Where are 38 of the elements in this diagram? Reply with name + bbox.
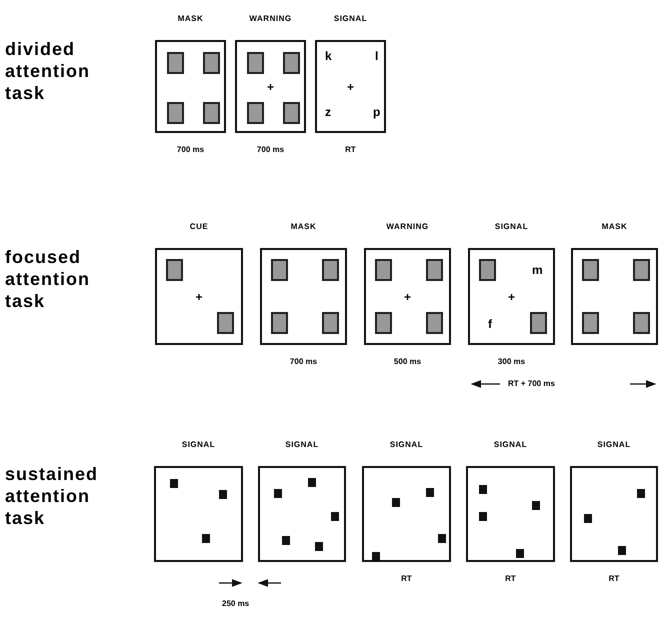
display-heading: SIGNAL xyxy=(494,222,530,231)
task-label: focused attention task xyxy=(5,246,91,312)
display-heading: MASK xyxy=(290,222,318,231)
letter-stimulus: f xyxy=(488,318,492,330)
duration-label: 500 ms xyxy=(392,357,422,366)
display-heading: MASK xyxy=(176,14,204,23)
fixation-cross: + xyxy=(506,290,516,302)
letter-stimulus: l xyxy=(375,50,378,62)
duration-label: 300 ms xyxy=(496,357,526,366)
duration-label: 700 ms xyxy=(256,145,286,154)
display-heading: SIGNAL xyxy=(596,440,632,449)
display-heading: SIGNAL xyxy=(388,440,424,449)
display-heading: WARNING xyxy=(248,14,293,23)
task-label: sustained attention task xyxy=(5,463,100,529)
fixation-cross: + xyxy=(346,80,355,92)
fixation-cross: + xyxy=(194,290,204,302)
fixation-cross: + xyxy=(266,80,275,92)
display-heading: SIGNAL xyxy=(332,14,368,23)
display-heading: SIGNAL xyxy=(492,440,528,449)
letter-stimulus: m xyxy=(532,264,543,276)
duration-label: 700 ms xyxy=(288,357,318,366)
display-heading: WARNING xyxy=(385,222,430,231)
duration-label: RT xyxy=(400,574,413,583)
letter-stimulus: z xyxy=(325,106,331,118)
fixation-cross: + xyxy=(402,290,412,302)
task-label: divided attention task xyxy=(5,38,91,104)
duration-label: RT xyxy=(344,145,357,154)
letter-stimulus: k xyxy=(325,50,332,62)
duration-label: 250 ms xyxy=(222,599,250,608)
duration-label: RT xyxy=(504,574,517,583)
duration-label: RT xyxy=(608,574,620,583)
display-heading: SIGNAL xyxy=(180,440,216,449)
display-heading: SIGNAL xyxy=(284,440,320,449)
display-heading: CUE xyxy=(188,222,210,231)
letter-stimulus: p xyxy=(373,106,380,118)
duration-label: RT + 700 ms xyxy=(508,379,555,388)
duration-label: 700 ms xyxy=(176,145,206,154)
display-heading: MASK xyxy=(600,222,628,231)
